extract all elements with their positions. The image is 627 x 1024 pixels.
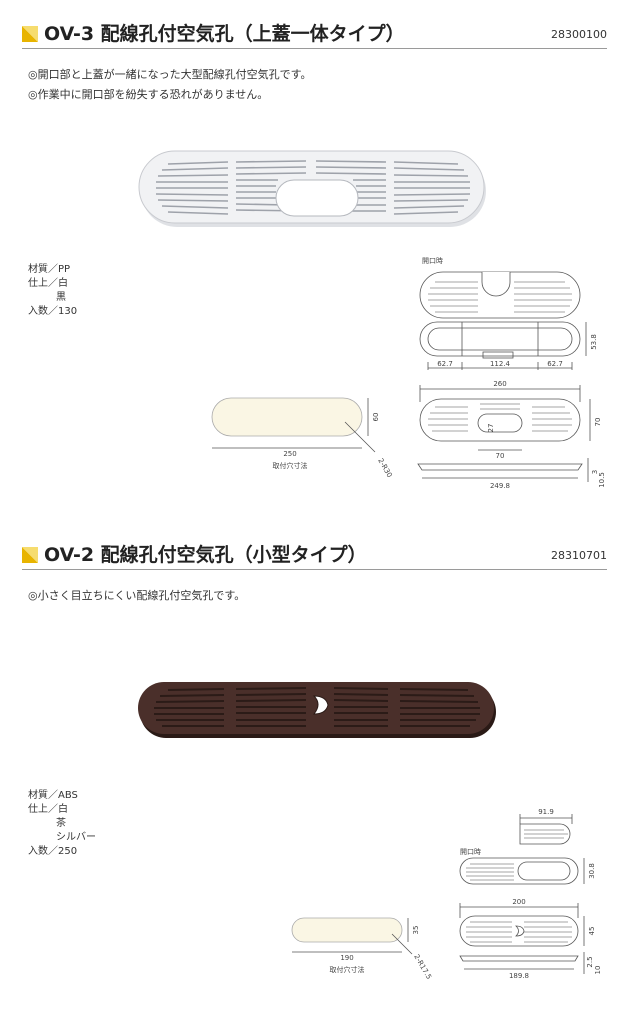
dim-label: 112.4 bbox=[490, 360, 511, 368]
dim-label: 70 bbox=[594, 418, 602, 427]
dim-label: 45 bbox=[588, 927, 596, 936]
accent-triangle-icon bbox=[22, 547, 38, 563]
product-code: 28300100 bbox=[551, 28, 607, 41]
dim-label: 62.7 bbox=[547, 360, 563, 368]
dim-label: 30.8 bbox=[588, 863, 596, 879]
technical-drawing-ov3: 開口時 53.8 62.7 112.4 62.7 260 70 27 70 3 … bbox=[211, 257, 606, 490]
spec-quantity: 入数／250 bbox=[28, 846, 78, 857]
spec-finish: 仕上／白 bbox=[28, 804, 68, 815]
accent-triangle-icon bbox=[22, 26, 38, 42]
cut-dim-label: 35 bbox=[412, 926, 420, 935]
cut-radius-label: 2-R17.5 bbox=[412, 953, 433, 981]
dim-label: 200 bbox=[512, 898, 525, 906]
dim-label: 3 bbox=[591, 470, 599, 474]
dim-label: 2.5 bbox=[586, 956, 594, 967]
product-image-ov2 bbox=[138, 682, 496, 738]
product-code: 28310701 bbox=[551, 549, 607, 562]
spec-quantity: 入数／130 bbox=[28, 306, 78, 317]
section-title: OV-3 配線孔付空気孔（上蓋一体タイプ） bbox=[44, 23, 405, 45]
dim-label: 53.8 bbox=[590, 334, 598, 350]
open-label: 開口時 bbox=[422, 257, 443, 265]
dim-label: 260 bbox=[493, 380, 506, 388]
dim-label: 10.5 bbox=[598, 472, 606, 488]
spec-finish-alt: 茶 bbox=[56, 818, 66, 829]
dim-label: 10 bbox=[594, 966, 602, 975]
technical-drawing-ov2: 91.9 開口時 30.8 200 45 2.5 10 189.8 35 190… bbox=[291, 808, 602, 981]
description-line: ◎作業中に開口部を紛失する恐れがありません。 bbox=[28, 88, 269, 101]
spec-finish-alt: 黒 bbox=[56, 292, 66, 303]
spec-finish: 仕上／白 bbox=[28, 278, 68, 289]
cut-radius-label: 2-R30 bbox=[376, 457, 393, 479]
dim-label: 91.9 bbox=[538, 808, 554, 816]
open-label: 開口時 bbox=[460, 848, 481, 856]
cut-dim-label: 250 bbox=[283, 450, 296, 458]
description-line: ◎小さく目立ちにくい配線孔付空気孔です。 bbox=[28, 589, 246, 602]
cut-dim-label: 60 bbox=[372, 413, 380, 422]
description-line: ◎開口部と上蓋が一緒になった大型配線孔付空気孔です。 bbox=[28, 68, 312, 81]
dim-label: 249.8 bbox=[490, 482, 510, 490]
dim-label: 62.7 bbox=[437, 360, 453, 368]
section-header-ov2: OV-2 配線孔付空気孔（小型タイプ） 28310701 bbox=[22, 543, 607, 570]
dim-label: 70 bbox=[496, 452, 505, 460]
spec-finish-alt: シルバー bbox=[56, 832, 96, 843]
dim-label: 189.8 bbox=[509, 972, 529, 980]
dim-label: 27 bbox=[487, 424, 495, 433]
cutout-caption: 取付穴寸法 bbox=[273, 461, 308, 470]
cut-dim-label: 190 bbox=[340, 954, 353, 962]
spec-material: 材質／PP bbox=[28, 264, 71, 275]
spec-material: 材質／ABS bbox=[28, 790, 78, 801]
product-image-ov3 bbox=[138, 150, 486, 227]
cutout-caption: 取付穴寸法 bbox=[330, 965, 365, 974]
section-title: OV-2 配線孔付空気孔（小型タイプ） bbox=[44, 544, 367, 566]
section-header-ov3: OV-3 配線孔付空気孔（上蓋一体タイプ） 28300100 bbox=[22, 22, 607, 49]
